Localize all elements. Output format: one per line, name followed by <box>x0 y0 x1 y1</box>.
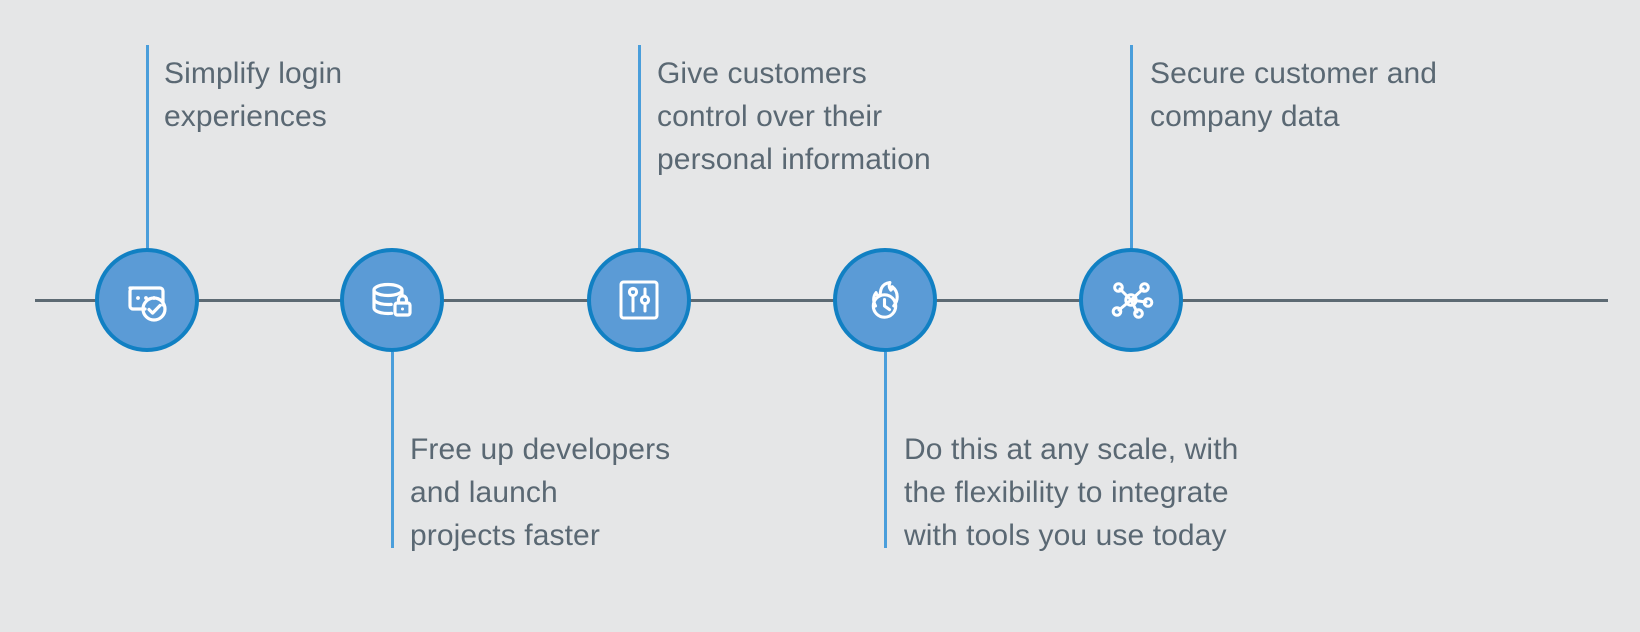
node-customer-control[interactable] <box>587 248 691 352</box>
stem-simplify-login <box>146 45 149 250</box>
database-lock-icon <box>364 272 420 328</box>
caption-any-scale: Do this at any scale, with the flexibili… <box>904 433 1239 552</box>
network-hub-icon <box>1104 273 1158 327</box>
flame-clock-icon <box>858 273 912 327</box>
stem-customer-control <box>638 45 641 250</box>
caption-free-up-developers: Free up developers and launch projects f… <box>410 433 671 552</box>
node-simplify-login[interactable] <box>95 248 199 352</box>
node-free-up-developers[interactable] <box>340 248 444 352</box>
caption-simplify-login: Simplify login experiences <box>164 57 343 133</box>
node-any-scale[interactable] <box>833 248 937 352</box>
stem-any-scale <box>884 352 887 548</box>
timeline-axis <box>35 299 1608 302</box>
caption-customer-control: Give customers control over their person… <box>657 57 931 176</box>
stem-free-up-developers <box>391 352 394 548</box>
caption-secure-data: Secure customer and company data <box>1150 57 1438 133</box>
sliders-settings-icon <box>613 274 665 326</box>
node-secure-data[interactable] <box>1079 248 1183 352</box>
password-field-check-icon <box>119 272 175 328</box>
stem-secure-data <box>1130 45 1133 250</box>
